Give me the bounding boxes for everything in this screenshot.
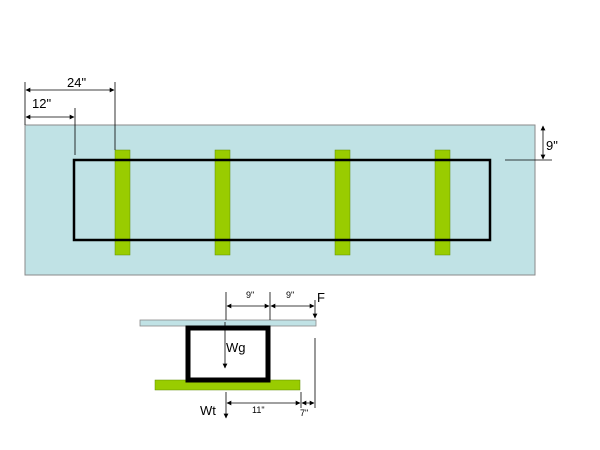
weight-wt-label: Wt: [200, 403, 216, 418]
dim-24-label: 24": [67, 75, 86, 90]
dim-9-right-label: 9": [286, 290, 294, 300]
section-frame: [185, 325, 271, 383]
force-f-label: F: [317, 290, 325, 305]
green-bar-2: [214, 149, 231, 256]
dim-9-side-label: 9": [546, 138, 558, 153]
dim-12-label: 12": [32, 96, 51, 111]
top-plate: [139, 319, 317, 327]
slab-plan: [24, 124, 536, 276]
dim-7-label: 7": [300, 408, 308, 418]
green-bar-3: [334, 149, 351, 256]
green-bar-4: [434, 149, 451, 256]
frame-outline: [72, 158, 492, 242]
weight-wg-label: Wg: [226, 340, 246, 355]
green-bar-1: [114, 149, 131, 256]
dim-9-left-label: 9": [246, 290, 254, 300]
dim-11-label: 11": [252, 405, 265, 415]
